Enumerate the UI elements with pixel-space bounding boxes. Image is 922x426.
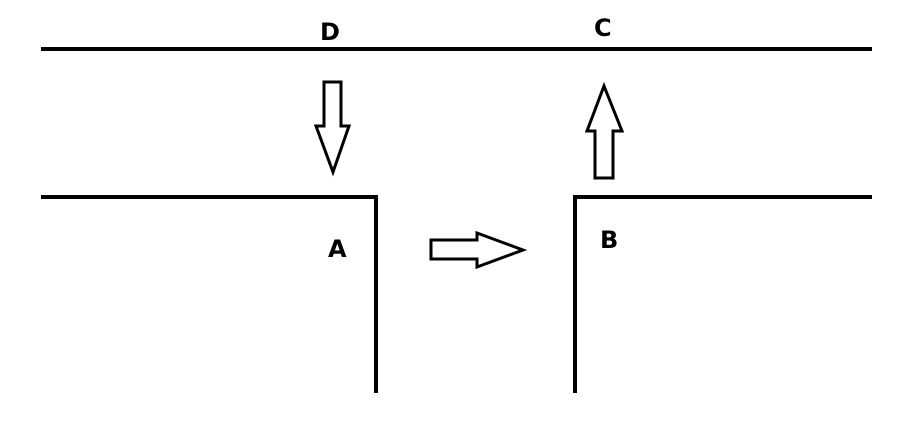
left-corner-line: [41, 195, 378, 393]
right-corner-line: [573, 195, 872, 393]
label-b: B: [600, 226, 618, 254]
down-arrow-icon: [313, 80, 352, 177]
up-arrow-icon: [584, 81, 625, 180]
right-arrow-icon: [429, 230, 528, 270]
label-c: C: [594, 14, 612, 42]
label-d: D: [320, 18, 340, 46]
label-a: A: [328, 235, 347, 263]
